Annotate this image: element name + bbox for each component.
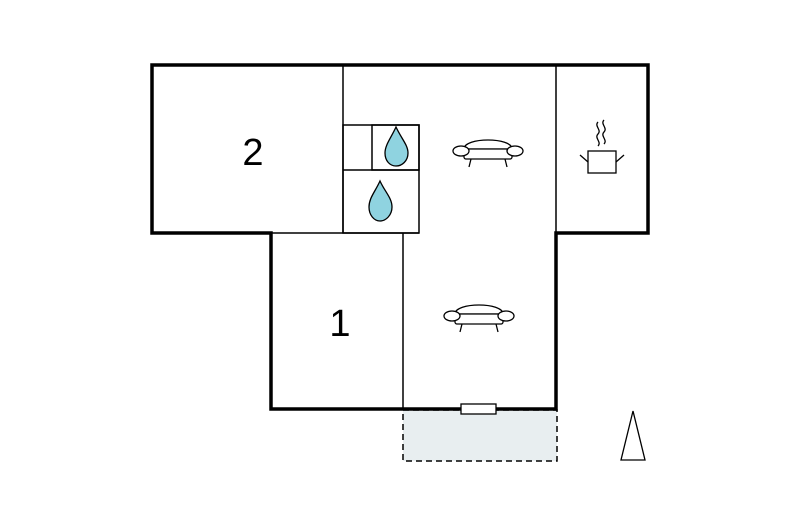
interior-walls: [271, 65, 557, 409]
door-opening: [460, 403, 497, 415]
cooking-pot-icon: [579, 119, 625, 174]
water-drop-icon: [384, 125, 409, 167]
terrace-area: [402, 409, 558, 462]
north-arrow-icon: [620, 410, 646, 461]
room-label-2: 2: [242, 132, 263, 174]
bathroom-block: [342, 124, 420, 234]
outer-walls: [150, 63, 650, 411]
water-drop-icon: [368, 179, 393, 222]
sofa-icon: [443, 304, 515, 333]
sofa-icon: [452, 139, 524, 168]
room-label-1: 1: [329, 303, 350, 345]
